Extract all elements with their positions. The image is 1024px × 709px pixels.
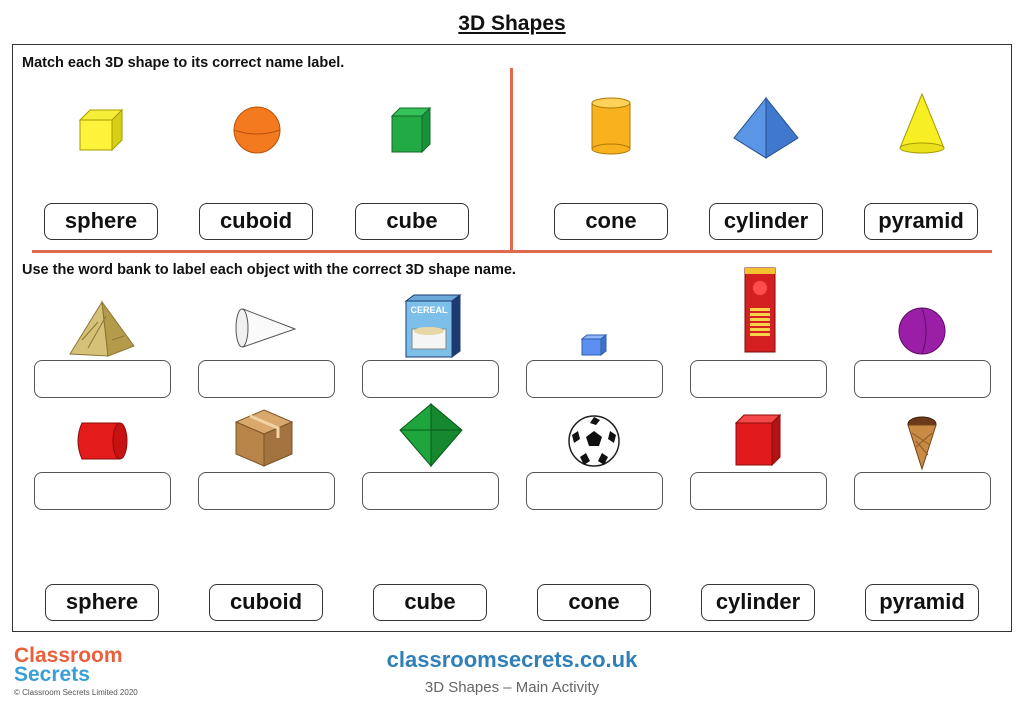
horizontal-divider [32, 250, 992, 253]
answer-box-9[interactable] [362, 472, 499, 510]
orange-cylinder-shape [591, 97, 631, 155]
answer-box-8[interactable] [198, 472, 335, 510]
copyright-text: © Classroom Secrets Limited 2020 [14, 688, 138, 697]
logo-line2: Secrets [14, 663, 90, 686]
answer-box-7[interactable] [34, 472, 171, 510]
red-cube-icon [734, 413, 782, 467]
section2-instruction: Use the word bank to label each object w… [22, 262, 516, 278]
footer-subtitle: 3D Shapes – Main Activity [424, 679, 600, 696]
label-cube[interactable]: cube [355, 203, 469, 240]
answer-box-1[interactable] [34, 360, 171, 398]
word-bank-pyramid[interactable]: pyramid [865, 584, 979, 621]
green-cuboid-shape [390, 106, 432, 154]
yellow-cone-shape [899, 92, 945, 154]
label-pyramid[interactable]: pyramid [864, 203, 978, 240]
label-cone[interactable]: cone [554, 203, 668, 240]
cardboard-box-icon [234, 409, 294, 467]
word-bank-cone[interactable]: cone [537, 584, 651, 621]
word-bank-sphere[interactable]: sphere [45, 584, 159, 621]
answer-box-4[interactable] [526, 360, 663, 398]
small-blue-cube-icon [580, 333, 608, 357]
label-sphere[interactable]: sphere [44, 203, 158, 240]
purple-ball-icon [898, 307, 946, 355]
worksheet-frame [12, 44, 1012, 632]
word-bank-cube[interactable]: cube [373, 584, 487, 621]
word-bank-cuboid[interactable]: cuboid [209, 584, 323, 621]
answer-box-6[interactable] [854, 360, 991, 398]
classroom-secrets-logo: Classroom Secrets [14, 644, 123, 686]
answer-box-5[interactable] [690, 360, 827, 398]
answer-box-11[interactable] [690, 472, 827, 510]
blue-pyramid-shape [733, 96, 799, 159]
answer-box-12[interactable] [854, 472, 991, 510]
answer-box-10[interactable] [526, 472, 663, 510]
label-cuboid[interactable]: cuboid [199, 203, 313, 240]
cereal-box-icon: CEREAL [404, 294, 462, 358]
svg-text:CEREAL: CEREAL [410, 305, 448, 315]
vertical-divider [510, 68, 513, 250]
section1-instruction: Match each 3D shape to its correct name … [22, 55, 345, 71]
paper-cone-icon [235, 308, 297, 348]
page-title: 3D Shapes [458, 12, 566, 35]
label-cylinder[interactable]: cylinder [709, 203, 823, 240]
green-kite-octahedron-icon [399, 402, 463, 468]
ice-cream-cone-icon [907, 416, 937, 471]
answer-box-3[interactable] [362, 360, 499, 398]
logo-line1: Classroom [14, 644, 123, 667]
orange-sphere-shape [233, 106, 281, 154]
crisps-tube-icon [744, 267, 776, 353]
answer-box-2[interactable] [198, 360, 335, 398]
word-bank-cylinder[interactable]: cylinder [701, 584, 815, 621]
website-link[interactable]: classroomsecrets.co.uk [386, 647, 638, 672]
marble-pyramid-icon [69, 300, 135, 357]
yellow-cube-shape [78, 108, 124, 152]
soccer-ball-icon [568, 415, 620, 467]
red-cylinder-icon [77, 422, 128, 460]
